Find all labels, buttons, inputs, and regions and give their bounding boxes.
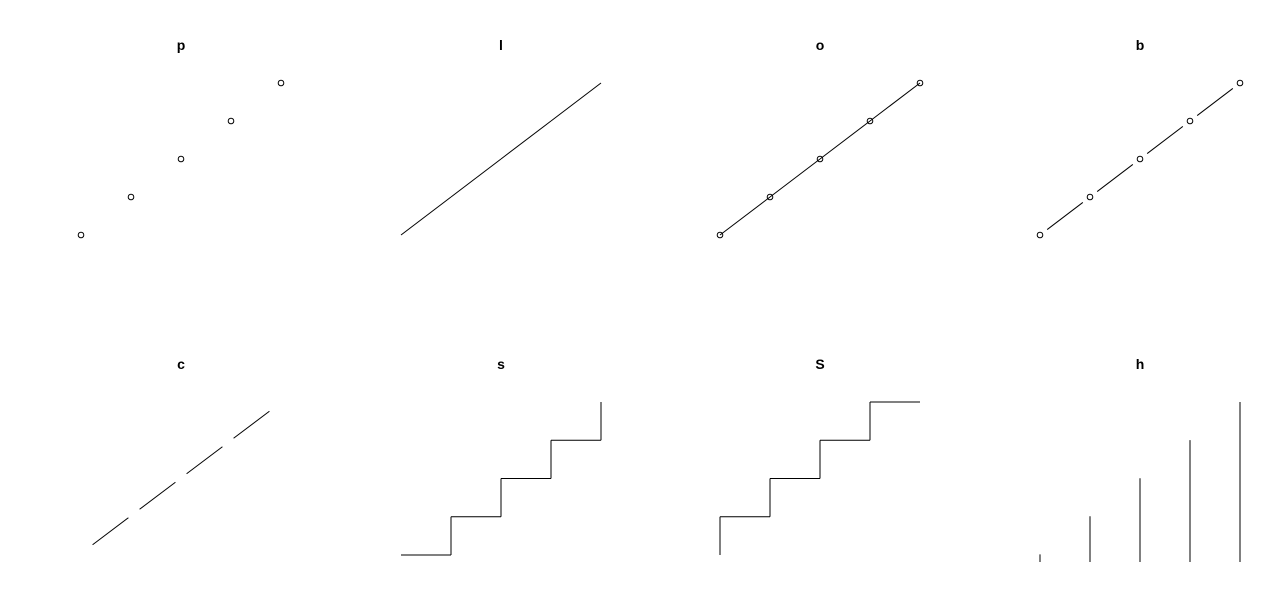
line-segment bbox=[233, 410, 270, 439]
data-point bbox=[816, 155, 824, 163]
data-point bbox=[1086, 193, 1094, 201]
panel-title: p bbox=[177, 37, 186, 53]
data-point bbox=[1036, 231, 1044, 239]
line-segment bbox=[500, 120, 552, 160]
data-point bbox=[1136, 155, 1144, 163]
line-segment bbox=[1046, 202, 1084, 230]
data-point bbox=[177, 155, 185, 163]
line-segment bbox=[1146, 126, 1184, 154]
plot-panel-4: b bbox=[1036, 37, 1244, 239]
line-segment bbox=[92, 517, 129, 546]
line-segment bbox=[186, 446, 223, 475]
plot-panel-8: h bbox=[1039, 356, 1241, 562]
line-segment bbox=[869, 82, 921, 122]
data-point bbox=[916, 79, 924, 87]
panel-title: l bbox=[499, 37, 503, 53]
panel-title: h bbox=[1136, 356, 1145, 372]
plot-panel-1: p bbox=[77, 37, 285, 239]
data-point bbox=[277, 79, 285, 87]
line-segment bbox=[769, 158, 821, 198]
line-segment bbox=[1096, 164, 1134, 192]
line-segment bbox=[1196, 88, 1234, 116]
panel-title: o bbox=[816, 37, 825, 53]
data-point bbox=[227, 117, 235, 125]
line-segment bbox=[400, 196, 452, 236]
plot-panel-2: l bbox=[400, 37, 602, 236]
data-point bbox=[127, 193, 135, 201]
line-segment bbox=[450, 158, 502, 198]
plot-panel-5: c bbox=[92, 356, 270, 546]
panel-title: S bbox=[815, 356, 824, 372]
panel-title: b bbox=[1136, 37, 1145, 53]
plot-panel-7: S bbox=[719, 356, 920, 555]
line-segment bbox=[819, 120, 871, 160]
line-segment bbox=[139, 481, 176, 510]
plot-panel-3: o bbox=[716, 37, 924, 239]
data-point bbox=[716, 231, 724, 239]
data-point bbox=[766, 193, 774, 201]
data-point bbox=[1236, 79, 1244, 87]
line-segment bbox=[719, 196, 771, 236]
plot-panel-6: s bbox=[401, 356, 602, 556]
line-segment bbox=[550, 82, 602, 122]
data-point bbox=[1186, 117, 1194, 125]
data-point bbox=[866, 117, 874, 125]
data-point bbox=[77, 231, 85, 239]
panel-title: c bbox=[177, 356, 185, 372]
panel-title: s bbox=[497, 356, 505, 372]
